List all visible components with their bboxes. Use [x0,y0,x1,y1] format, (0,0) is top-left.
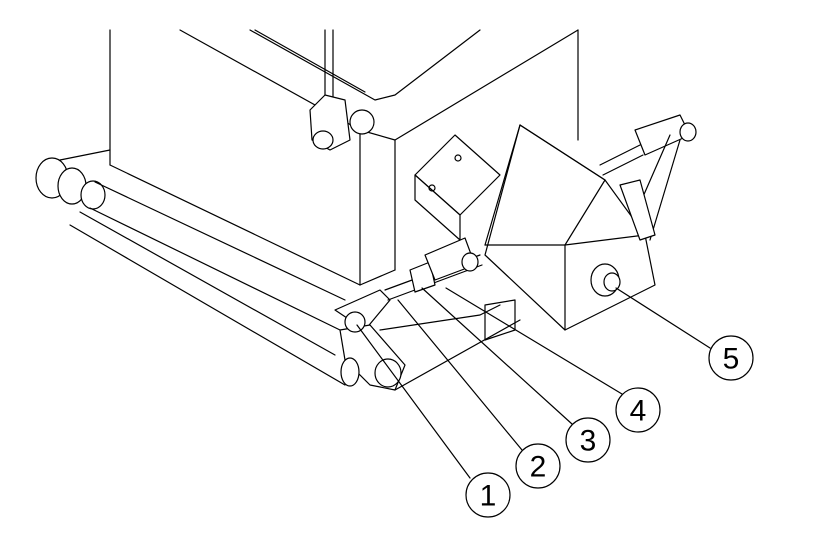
callout-label: 5 [723,343,740,376]
callout-1: 1 [465,472,511,518]
bracket-plate [414,134,501,241]
lever-arm [334,289,521,391]
callout-label: 3 [580,425,597,458]
rear-linkage [599,114,697,241]
callout-5: 5 [708,335,754,381]
callout-4: 4 [615,387,661,433]
callout-2: 2 [515,443,561,489]
wedge-block [484,124,656,331]
lower-shaft [35,149,346,386]
callout-3: 3 [565,417,611,463]
turnbuckle [384,237,483,301]
callout-label: 2 [530,451,547,484]
upper-rod-clevis [309,29,375,151]
cabinet [109,29,579,286]
callout-label: 1 [480,480,497,513]
callout-label: 4 [630,395,647,428]
leader-lines [356,287,711,479]
